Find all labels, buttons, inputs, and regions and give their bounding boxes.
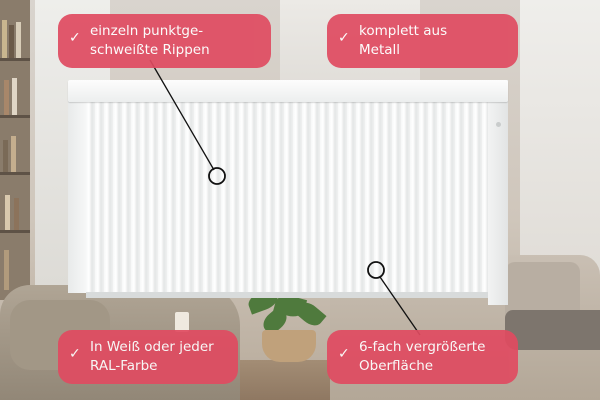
radiator-fins [86, 102, 488, 294]
circle-marker-icon [208, 167, 226, 185]
radiator-indicator [496, 122, 501, 127]
book [4, 250, 9, 290]
book [16, 22, 21, 58]
radiator [68, 80, 508, 305]
check-icon: ✓ [338, 346, 350, 362]
callout-text-line: 6-fach vergrößerte [359, 339, 486, 355]
pointer-line [149, 59, 215, 171]
callout-welded-fins: ✓ einzeln punktge- schweißte Rippen [58, 14, 271, 68]
check-icon: ✓ [338, 30, 350, 46]
radiator-right-cap [488, 80, 508, 305]
shelf-board [0, 172, 30, 175]
callout-text-line: schweißte Rippen [90, 42, 210, 58]
book [9, 25, 14, 58]
check-icon: ✓ [69, 346, 81, 362]
radiator-top-cover [68, 80, 508, 102]
book [5, 195, 10, 230]
callout-text-line: komplett aus [359, 23, 448, 39]
book [12, 78, 17, 115]
circle-marker-icon [367, 261, 385, 279]
radiator-left-cap [68, 98, 86, 293]
check-icon: ✓ [69, 30, 81, 46]
shelf-board [0, 58, 30, 61]
candle [175, 312, 189, 332]
callout-text-line: einzeln punktge- [90, 23, 204, 39]
pointer-line [379, 276, 421, 336]
book [3, 140, 8, 172]
radiator-bottom-edge [86, 292, 488, 298]
bookshelf [0, 0, 30, 300]
plant-pot [262, 330, 316, 362]
blanket [505, 310, 600, 350]
shelf-board [0, 115, 30, 118]
book [2, 20, 7, 58]
callout-text-line: Metall [359, 42, 401, 58]
callout-all-metal: ✓ komplett aus Metall [327, 14, 518, 68]
book [14, 198, 19, 230]
callout-text-line: In Weiß oder jeder [90, 339, 214, 355]
book [11, 136, 16, 172]
callout-text-line: RAL-Farbe [90, 358, 158, 374]
callout-colour-options: ✓ In Weiß oder jeder RAL-Farbe [58, 330, 238, 384]
book [4, 80, 9, 115]
callout-text-line: Oberfläche [359, 358, 434, 374]
shelf-board [0, 230, 30, 233]
callout-enlarged-surface: ✓ 6-fach vergrößerte Oberfläche [327, 330, 518, 384]
